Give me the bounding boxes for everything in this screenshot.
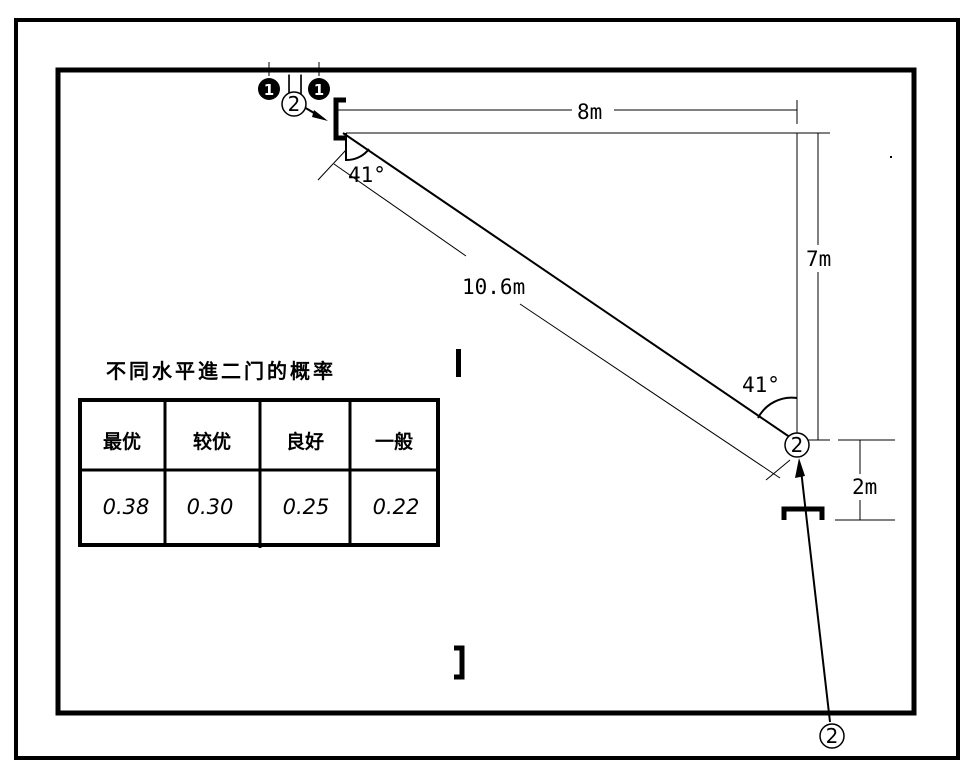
table-header-good: 良好 [286,430,324,453]
dimension-right [796,133,830,441]
badge-separator: || [283,71,307,95]
table-header-better: 较优 [193,430,231,453]
label-7m: 7m [806,247,831,271]
probability-table [78,398,440,548]
player-marker-mid: 2 [784,432,810,458]
angle-arc-bottom [757,396,798,419]
stray-dot [890,156,892,158]
player-marker-bottom: 2 [819,723,845,749]
svg-text:2: 2 [288,92,301,116]
table-value-best: 0.38 [103,495,150,519]
player-badge-1b: 1 [308,62,330,100]
svg-text:1: 1 [264,81,274,99]
outer-frame [14,18,960,760]
label-angle-bottom: 41° [742,373,780,397]
table-title: 不同水平進二门的概率 [106,359,336,383]
table-header-average: 一般 [375,430,413,453]
arrowhead-top [312,110,328,121]
player-badge-1a: 1 [258,62,280,100]
goal-bottom-left [454,645,465,680]
arrowhead-run [795,458,805,478]
goal-post-mid-left [456,349,461,377]
dimension-top [336,100,798,124]
run-line-bottom [800,469,831,723]
label-angle-top: 41° [348,163,386,187]
player-marker-top: 2 [281,91,307,117]
goal-right [781,506,825,520]
table-value-average: 0.22 [373,495,420,519]
table-value-good: 0.25 [283,495,330,519]
svg-text:2: 2 [826,724,839,748]
table-header-best: 最优 [103,430,141,453]
svg-text:1: 1 [314,81,324,99]
pass-line-diagonal [342,132,798,443]
label-10-6m: 10.6m [462,275,525,299]
dimension-bottom [835,439,895,521]
angle-arc-top [345,133,370,162]
label-8m: 8m [577,100,602,124]
dimension-diagonal [317,149,791,481]
label-2m: 2m [852,475,877,499]
goal-top-left [333,97,346,141]
table-value-better: 0.30 [187,495,234,519]
field-boundary [55,67,917,716]
svg-text:2: 2 [791,433,804,457]
